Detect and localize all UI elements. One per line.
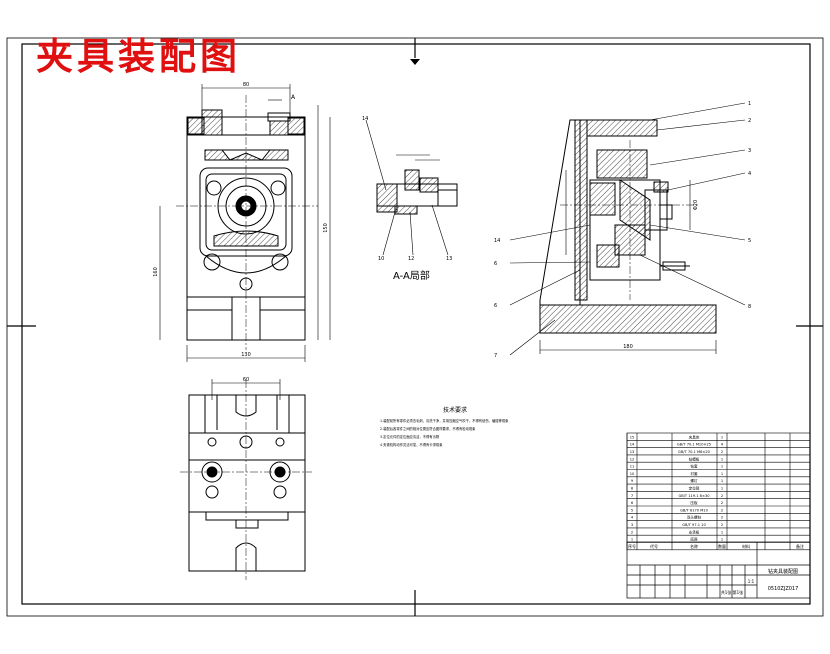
tech-requirements-heading: 技术要求 [443,406,467,414]
bom-row-no: 7 [631,494,633,498]
title-block-drawing-no: 0510ZJZ017 [768,586,799,592]
bom-row-name: GB/T 70.1 M10×25 [677,443,711,447]
title-block-sheet: 共1张 第1张 [721,589,743,595]
tech-requirements: 1.装配前所有零件必须去毛刺，清洗干净，并用压缩空气吹干，不得有划伤、磕碰等现象… [380,418,509,447]
bom-header-cell: 数量 [718,543,726,549]
bom-header-cell: 名称 [690,543,698,549]
bom-row-no: 15 [630,435,635,439]
svg-text:1.装配前所有零件必须去毛刺，清洗干净，并用压缩空气吹干，不: 1.装配前所有零件必须去毛刺，清洗干净，并用压缩空气吹干，不得有划伤、磕碰等现象 [380,418,509,423]
bom-row-qty: 4 [721,443,724,447]
bom-table [626,432,811,551]
bom-header-cell: 备注 [796,543,804,549]
bom-row-name: 夹具体 [689,434,700,439]
bom-row-qty: 2 [721,494,723,498]
side-section-view [539,119,717,334]
bom-row-name: GB/T 97.1 10 [682,523,706,527]
bom-row-no: 11 [630,465,635,469]
bom-row-no: 14 [630,443,635,447]
bom-row-name: 支承板 [689,529,700,534]
bom-row-qty: 1 [721,479,723,483]
section-label: A-A局部 [393,269,430,282]
bom-row-no: 9 [631,479,634,483]
svg-text:7: 7 [494,353,497,359]
bom-row-name: 压板 [690,500,698,505]
bom-row-no: 4 [631,516,634,520]
dim-base-width: 180 [623,344,633,350]
title-block-part-title: 钻夹具装配图 [768,568,798,575]
bom-header-cell: 材料 [742,543,750,549]
bom-row-name: GB/T 70.1 M8×20 [678,450,711,454]
dim-bottom-width: 60 [243,377,249,383]
svg-text:14: 14 [494,238,500,244]
title-block [626,541,811,599]
bom-row-qty: 1 [721,435,723,439]
bom-row-qty: 1 [721,530,723,534]
dim-hole: Φ20 [693,200,699,210]
bom-row-name: GB/T 119.1 8×30 [678,494,710,498]
svg-text:6: 6 [494,261,497,267]
bom-row-name: 双头螺柱 [687,515,702,520]
bom-row-no: 2 [631,530,633,534]
svg-text:12: 12 [408,256,414,262]
bom-row-qty: 1 [721,487,723,491]
front-view-dimensions [159,84,331,362]
bom-row-name: GB/T 6170 M10 [680,508,708,512]
svg-text:10: 10 [378,256,384,262]
bom-row-qty: 2 [721,450,723,454]
bom-row-name: 螺钉 [690,478,698,483]
svg-text:8: 8 [748,304,751,310]
bom-row-no: 6 [631,501,634,505]
bom-row-qty: 2 [721,508,723,512]
svg-text:14: 14 [362,116,368,122]
section-balloons: 14 10 12 13 [362,116,452,262]
svg-text:2: 2 [748,118,751,124]
bom-row-qty: 2 [721,501,723,505]
bom-row-qty: 1 [721,457,723,461]
side-view-balloons: 1 2 3 4 5 8 14 6 6 7 [494,101,751,359]
bom-row-no: 1 [631,538,633,542]
svg-text:4: 4 [748,171,751,177]
dim-overall-height: 150 [323,223,329,233]
bom-row-no: 12 [630,457,635,461]
svg-text:3.定位元件的定位面应清洁，不得有污物: 3.定位元件的定位面应清洁，不得有污物 [380,434,440,439]
svg-text:1: 1 [748,101,751,107]
bom-row-qty: 2 [721,523,723,527]
bom-row-no: 8 [631,487,634,491]
bom-row-qty: 1 [721,538,723,542]
bom-header-cell: 序号 [628,543,636,549]
svg-text:2.装配后各零件之间的相对位置应符合图样要求，不得有松动现象: 2.装配后各零件之间的相对位置应符合图样要求，不得有松动现象 [380,426,476,431]
svg-text:5: 5 [748,238,751,244]
bom-row-name: 底座 [690,537,698,542]
bom-row-name: 衬套 [690,471,698,476]
bom-row-qty: 1 [721,465,723,469]
section-a-a-detail [365,119,458,256]
dim-top-width: 80 [243,82,249,88]
svg-text:6: 6 [494,303,497,309]
bom-row-qty: 2 [721,516,723,520]
bom-row-name: 定位销 [689,486,700,491]
svg-text:3: 3 [748,148,751,154]
bom-row-name: 钻套 [690,464,698,469]
bom-header-cell: 代号 [650,543,658,549]
svg-text:13: 13 [446,256,452,262]
title-block-scale: 1:1 [748,579,755,584]
side-view-leaders [509,102,746,356]
bom-row-name: 钻模板 [689,456,700,461]
svg-text:4.夹紧机构动作灵活可靠，不得有卡滞现象: 4.夹紧机构动作灵活可靠，不得有卡滞现象 [380,442,443,447]
front-view [186,109,306,341]
inner-frame [21,43,811,605]
dim-side-height: 160 [153,267,159,277]
section-marker: A [291,94,296,101]
bom-row-no: 10 [630,472,635,476]
bom-row-no: 13 [630,450,635,454]
top-view [188,394,306,572]
dim-overall-width: 130 [241,352,251,358]
bom-row-qty: 1 [721,472,723,476]
drawing-title: 夹具装配图 [36,34,241,78]
bom-row-no: 5 [631,508,633,512]
bom-row-no: 3 [631,523,633,527]
